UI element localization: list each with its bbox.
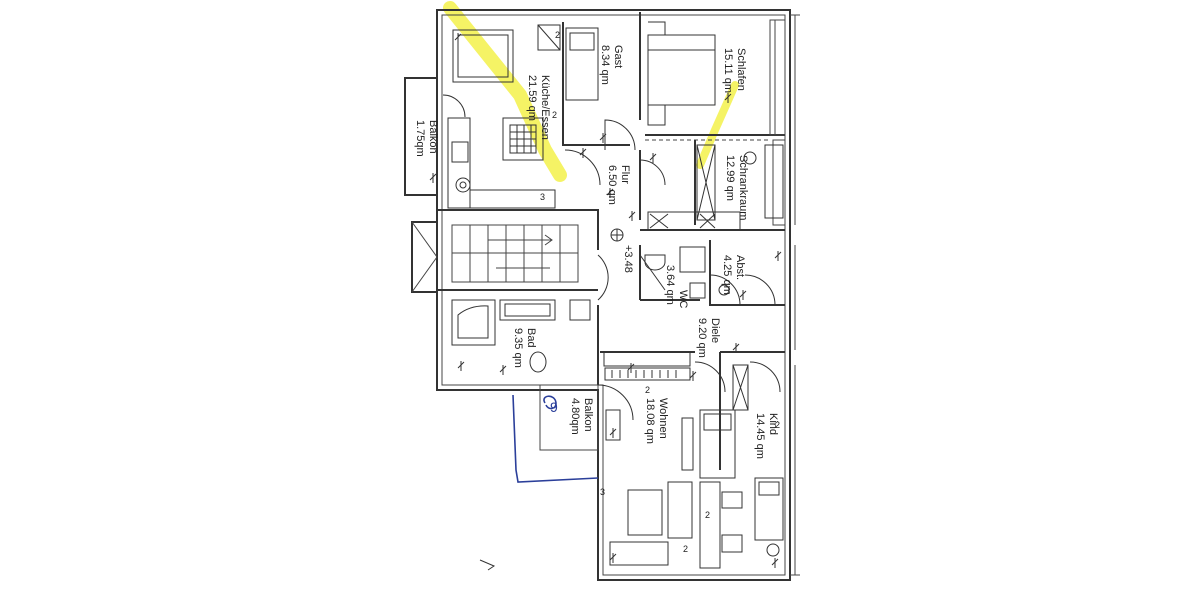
- label-balkon-west: Balkon 1.75qm: [414, 120, 439, 157]
- outer-walls: [436, 9, 791, 581]
- svg-text:1.75qm: 1.75qm: [414, 120, 426, 157]
- label-flur: Flur 6.50 qm: [606, 165, 631, 205]
- handwritten-nine: 9: [550, 399, 558, 415]
- handwritten-digits: 9 2 3 3 2 2 2 2 2: [540, 30, 780, 554]
- label-kueche: Küche/Essen 21.59 qm: [526, 75, 551, 140]
- socket-count-wohnen-3: 2: [683, 544, 688, 554]
- socket-count-kitchen-2: 2: [552, 110, 557, 120]
- svg-text:3.64 qm: 3.64 qm: [664, 265, 676, 305]
- doors: [442, 94, 781, 421]
- windows: [769, 14, 800, 576]
- svg-text:Gast: Gast: [612, 45, 624, 68]
- svg-text:8.34 qm: 8.34 qm: [599, 45, 611, 85]
- svg-text:Balkon: Balkon: [582, 398, 594, 432]
- svg-text:Wohnen: Wohnen: [657, 398, 669, 439]
- label-level: +3.48: [622, 245, 634, 273]
- svg-text:6.50 qm: 6.50 qm: [606, 165, 618, 205]
- bedroom-furniture: [647, 21, 716, 126]
- svg-text:12.99 qm: 12.99 qm: [724, 155, 736, 201]
- socket-count-wohnen-2: 3: [600, 487, 605, 497]
- socket-count-kind: 2: [775, 420, 780, 430]
- closet-furniture: [647, 144, 784, 231]
- highlight-stroke-kitchen: [443, 1, 567, 182]
- label-diele: Diele 9.20 qm: [696, 318, 721, 358]
- balcony-south: [512, 384, 599, 483]
- socket-count-kitchen: 3: [540, 192, 545, 202]
- highlight-stroke-bedroom: [696, 81, 739, 169]
- svg-text:Kind: Kind: [767, 413, 779, 435]
- label-wc: 3.64 qm WC: [664, 265, 689, 308]
- guest-bed: [565, 27, 599, 101]
- svg-text:4.80qm: 4.80qm: [569, 398, 581, 435]
- balcony-west: [404, 77, 438, 196]
- living-furniture: [603, 351, 694, 566]
- socket-count-kind-2: 2: [705, 510, 710, 520]
- label-abst: Abst. 4.25 qm: [721, 255, 746, 295]
- svg-text:14.45 qm: 14.45 qm: [754, 413, 766, 459]
- svg-text:Bad: Bad: [525, 328, 537, 348]
- svg-text:9.20 qm: 9.20 qm: [696, 318, 708, 358]
- label-balkon-south: Balkon 4.80qm: [569, 398, 594, 435]
- label-schrankraum: Schrankraum 12.99 qm: [724, 155, 749, 220]
- label-kind: Kind 14.45 qm: [754, 413, 779, 459]
- svg-text:21.59 qm: 21.59 qm: [526, 75, 538, 121]
- wc-fixtures: [644, 246, 730, 299]
- electrical-marks: [429, 33, 782, 571]
- label-schlafen: Schlafen 15.11 qm: [722, 48, 747, 93]
- staircase: [411, 221, 579, 293]
- svg-text:Küche/Essen: Küche/Essen: [539, 75, 551, 140]
- svg-text:Diele: Diele: [709, 318, 721, 343]
- child-furniture: [699, 364, 784, 569]
- svg-text:Schrankraum: Schrankraum: [737, 155, 749, 220]
- svg-text:Balkon: Balkon: [427, 120, 439, 154]
- socket-count-wohnen: 2: [645, 385, 650, 395]
- label-gast: Gast 8.34 qm: [599, 45, 624, 85]
- svg-text:Abst.: Abst.: [734, 255, 746, 280]
- kitchen-fixtures: [447, 24, 561, 209]
- svg-text:15.11 qm: 15.11 qm: [722, 48, 734, 93]
- socket-count-gast: 2: [555, 30, 560, 40]
- bath-fixtures: [451, 299, 591, 373]
- svg-text:WC: WC: [677, 290, 689, 308]
- svg-text:+3.48: +3.48: [622, 245, 634, 273]
- svg-text:18.08 qm: 18.08 qm: [644, 398, 656, 444]
- svg-text:Schlafen: Schlafen: [735, 48, 747, 91]
- svg-text:4.25 qm: 4.25 qm: [721, 255, 733, 295]
- svg-text:9.35 qm: 9.35 qm: [512, 328, 524, 368]
- label-wohnen: Wohnen 18.08 qm: [644, 398, 669, 444]
- level-marker: [610, 228, 624, 242]
- label-bad: Bad 9.35 qm: [512, 328, 537, 368]
- svg-text:Flur: Flur: [619, 165, 631, 184]
- room-labels: Küche/Essen 21.59 qm Gast 8.34 qm Schlaf…: [414, 45, 779, 459]
